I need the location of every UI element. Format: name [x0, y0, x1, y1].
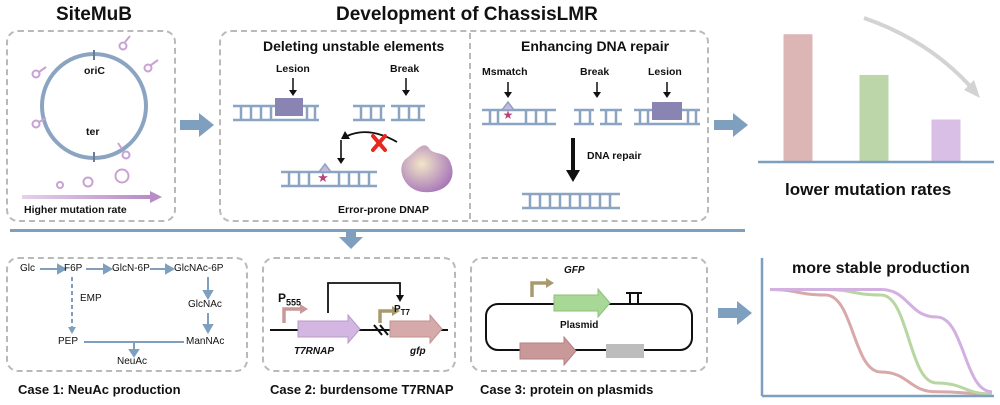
sitemub-diagram: [22, 35, 162, 203]
enh-break-label: Break: [580, 66, 610, 78]
trend-arrowhead: [964, 80, 980, 98]
development-title: Development of ChassisLMR: [336, 4, 598, 25]
ter-label: ter: [86, 126, 100, 138]
stable-production-line-chart: [760, 258, 994, 398]
curve-3: [770, 288, 993, 394]
case2-panel: [262, 257, 456, 372]
pt7-label: PT7: [394, 304, 411, 317]
flow-arrow-1: [180, 113, 214, 137]
mutated-dna: [281, 170, 377, 188]
red-cross: [371, 134, 387, 152]
case3-caption: Case 3: protein on plasmids: [480, 382, 654, 397]
bar-1: [783, 34, 813, 163]
gfp-gene-label: gfp: [410, 346, 426, 357]
glcnac6p-node: GlcNAc-6P: [174, 263, 224, 274]
flow-arrow-3: [718, 301, 752, 325]
down-arrow: [339, 230, 363, 249]
enhancing-title: Enhancing DNA repair: [521, 38, 670, 54]
mutation-rate-bar-chart: [758, 16, 994, 164]
case3-plasmid: [485, 278, 693, 367]
development-divider: [469, 33, 471, 219]
sitemub-title: SiteMuB: [56, 4, 132, 25]
oric-label: oriC: [84, 65, 105, 77]
plasmid-label: Plasmid: [560, 320, 599, 331]
lower-rates-title: lower mutation rates: [785, 180, 952, 199]
curve-1: [769, 288, 993, 396]
flow-arrow-2: [714, 113, 748, 137]
case2-caption: Case 2: burdensome T7RNAP: [270, 382, 454, 397]
higher-mutation-caption: Higher mutation rate: [24, 204, 127, 216]
glcnac-node: GlcNAc: [188, 299, 222, 310]
mannac-node: ManNAc: [186, 336, 225, 347]
case3-gfp-label: GFP: [564, 265, 585, 276]
break-dna: [353, 104, 425, 122]
sitemub-panel: [6, 30, 176, 222]
case1-panel: [6, 257, 248, 372]
mismatch-dna: [482, 108, 556, 126]
deleting-diagram: ★: [233, 78, 453, 193]
stable-production-title: more stable production: [792, 260, 970, 277]
ascending-circles: [56, 168, 130, 189]
trend-curve: [863, 16, 972, 88]
svg-text:★: ★: [503, 108, 514, 122]
enh-lesion-label: Lesion: [648, 66, 682, 78]
bar-2: [859, 74, 889, 163]
development-panel: [219, 30, 709, 222]
bar-3: [931, 119, 961, 163]
f6p-node: F6P: [64, 263, 83, 274]
p555-label: P555: [278, 291, 302, 308]
case2-construct: [270, 282, 448, 345]
dnap-label: Error-prone DNAP: [338, 204, 430, 216]
case1-caption: Case 1: NeuAc production: [18, 382, 181, 397]
repaired-dna: [522, 192, 620, 210]
enhancing-diagram: ★: [482, 82, 700, 210]
enh-break-dna: [574, 108, 622, 126]
dnap-blob: [401, 145, 453, 193]
case3-panel: [470, 257, 708, 372]
glc-node: Glc: [20, 263, 35, 274]
mutation-arrows: [31, 35, 159, 160]
deleting-lesion-label: Lesion: [276, 63, 310, 75]
t7rnap-gene-label: T7RNAP: [294, 346, 335, 357]
glcn6p-node: GlcN-6P: [112, 263, 150, 274]
emp-label: EMP: [80, 293, 102, 304]
svg-text:★: ★: [317, 170, 329, 185]
dna-repair-label: DNA repair: [587, 150, 642, 162]
lesion-box: [275, 98, 303, 116]
deleting-break-label: Break: [390, 63, 420, 75]
deleting-title: Deleting unstable elements: [263, 38, 445, 54]
mismatch-label: Msmatch: [482, 66, 528, 78]
pep-node: PEP: [58, 336, 79, 347]
neuac-node: NeuAc: [117, 356, 148, 367]
case1-pathway: [40, 263, 214, 358]
horizontal-connector: [10, 229, 745, 232]
